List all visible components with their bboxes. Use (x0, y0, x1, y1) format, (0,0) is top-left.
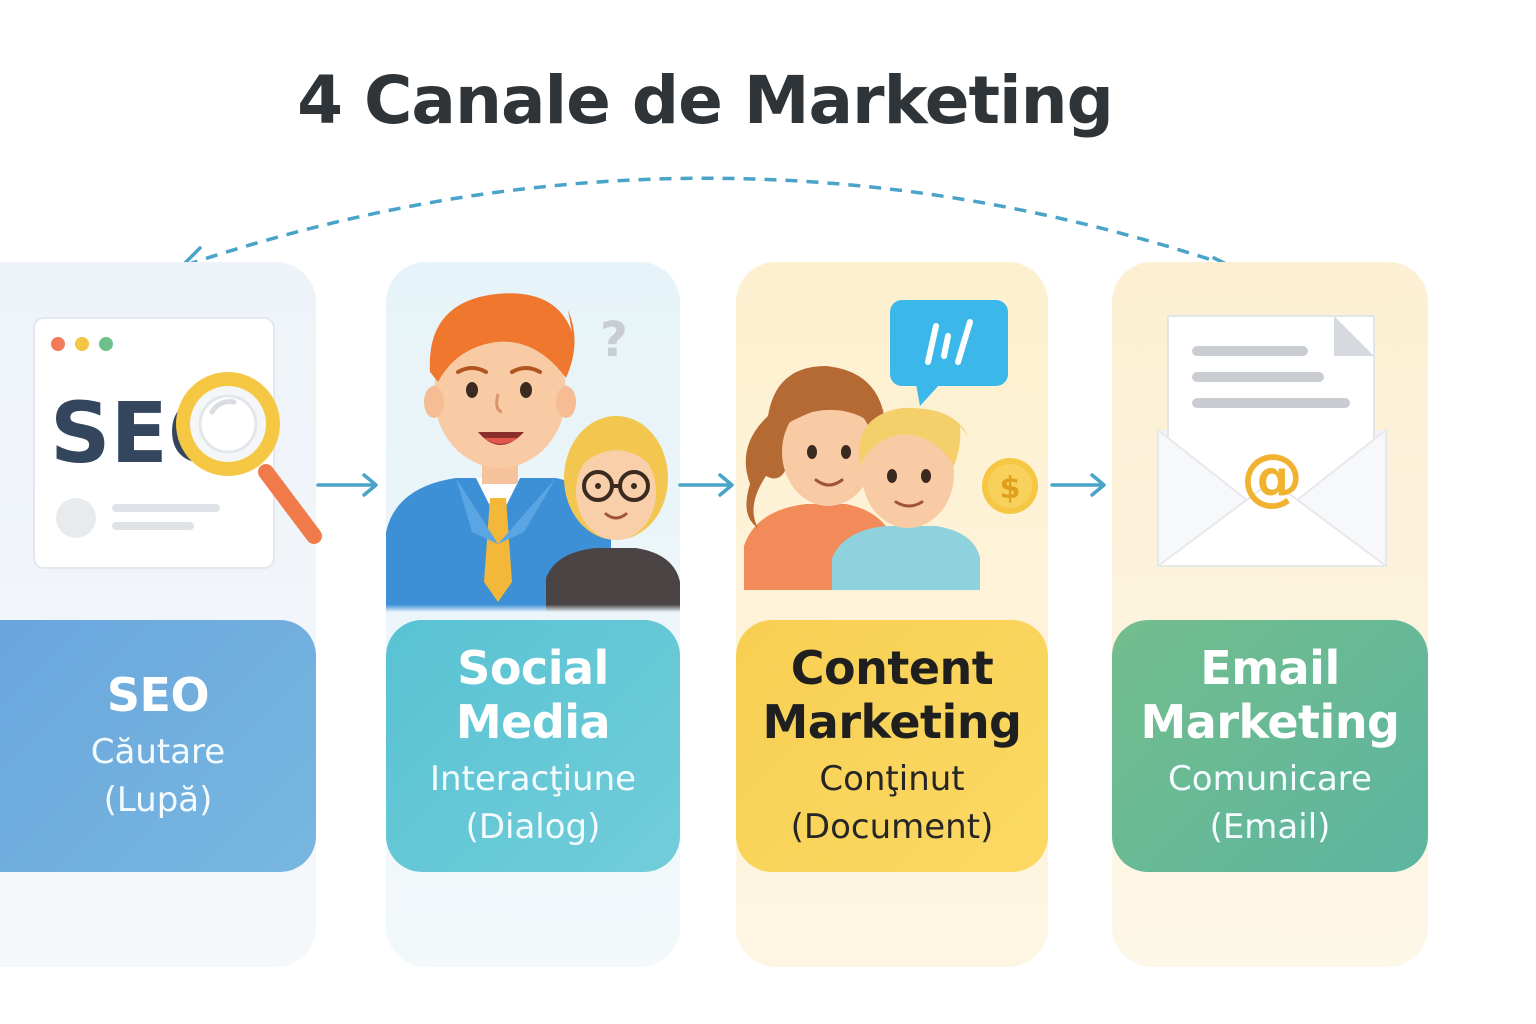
arrow-social-to-content (678, 473, 734, 497)
envelope-icon (1154, 315, 1390, 567)
social-media-illustration: ? (386, 293, 680, 612)
channel-card-social-media: Social Media Interacţiune (Dialog) (386, 620, 680, 872)
channel-description: Interacţiune (Dialog) (429, 759, 637, 847)
email-illustration: @ (1154, 315, 1390, 567)
channel-card-content-marketing: Content Marketing Conţinut (Document) (736, 620, 1048, 872)
channel-name: Content Marketing (762, 641, 1023, 749)
channel-description: Conţinut (Document) (790, 759, 994, 847)
seo-illustration: SEO (33, 317, 322, 569)
channel-card-seo: SEO Căutare (Lupă) (0, 620, 316, 872)
window-dot-red-icon (51, 337, 65, 351)
dollar-coin-icon: $ (982, 458, 1038, 514)
at-sign-icon: @ (1241, 440, 1303, 513)
arrow-content-to-email (1050, 473, 1106, 497)
channel-name: SEO (106, 668, 210, 722)
window-dot-yellow-icon (75, 337, 89, 351)
channel-name: Email Marketing (1140, 641, 1401, 749)
window-dot-green-icon (99, 337, 113, 351)
content-marketing-illustration: $ (744, 300, 1038, 590)
channel-name: Social Media (455, 641, 611, 749)
svg-text:$: $ (1000, 471, 1021, 506)
magnifier-icon (176, 372, 322, 544)
diagram-title: 4 Canale de Marketing (297, 62, 1114, 139)
channel-card-email-marketing: Email Marketing Comunicare (Email) (1112, 620, 1428, 872)
channel-description: Comunicare (Email) (1168, 759, 1372, 847)
channel-description: Căutare (Lupă) (90, 732, 226, 820)
chat-bubble-icon (890, 300, 1008, 406)
cycle-arc-arrow (178, 176, 1240, 284)
question-mark-icon: ? (600, 312, 628, 368)
arrow-seo-to-social (316, 473, 378, 497)
